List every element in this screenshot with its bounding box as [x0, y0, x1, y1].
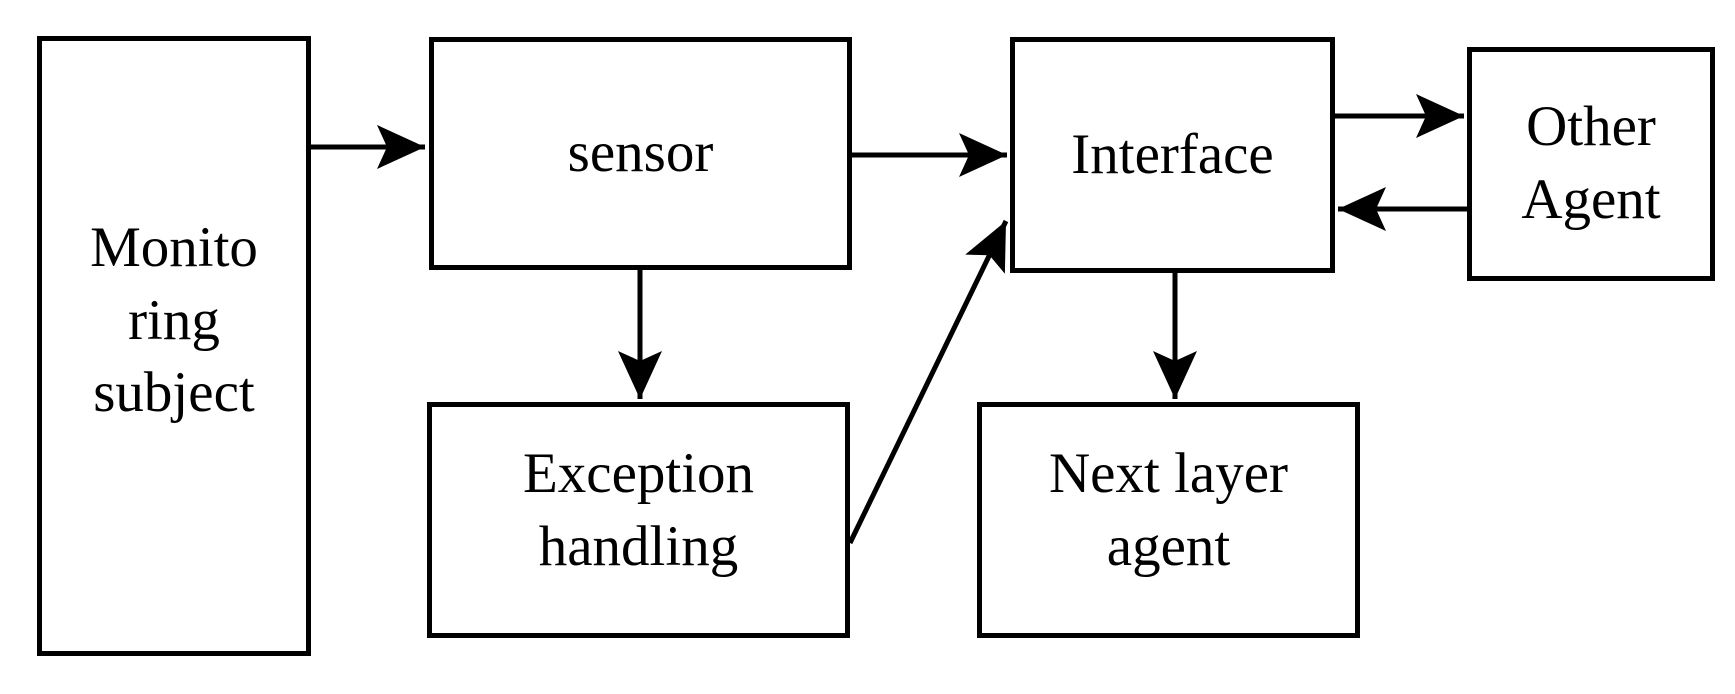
node-sensor-label: sensor	[567, 121, 714, 185]
node-other-agent: Other Agent	[1467, 47, 1715, 281]
node-interface-label: Interface	[1071, 122, 1274, 186]
node-next-layer-agent: Next layer agent	[977, 402, 1360, 638]
node-other-agent-label: Other Agent	[1521, 95, 1661, 231]
node-next-layer-agent-label: Next layer agent	[1049, 442, 1288, 578]
node-interface: Interface	[1010, 37, 1335, 273]
node-exception-handling-label: Exception handling	[522, 442, 755, 578]
node-exception-handling: Exception handling	[427, 402, 850, 638]
node-monitoring-subject: Monito ring subject	[37, 36, 311, 656]
node-monitoring-subject-label: Monito ring subject	[90, 215, 258, 425]
node-sensor: sensor	[429, 37, 852, 270]
